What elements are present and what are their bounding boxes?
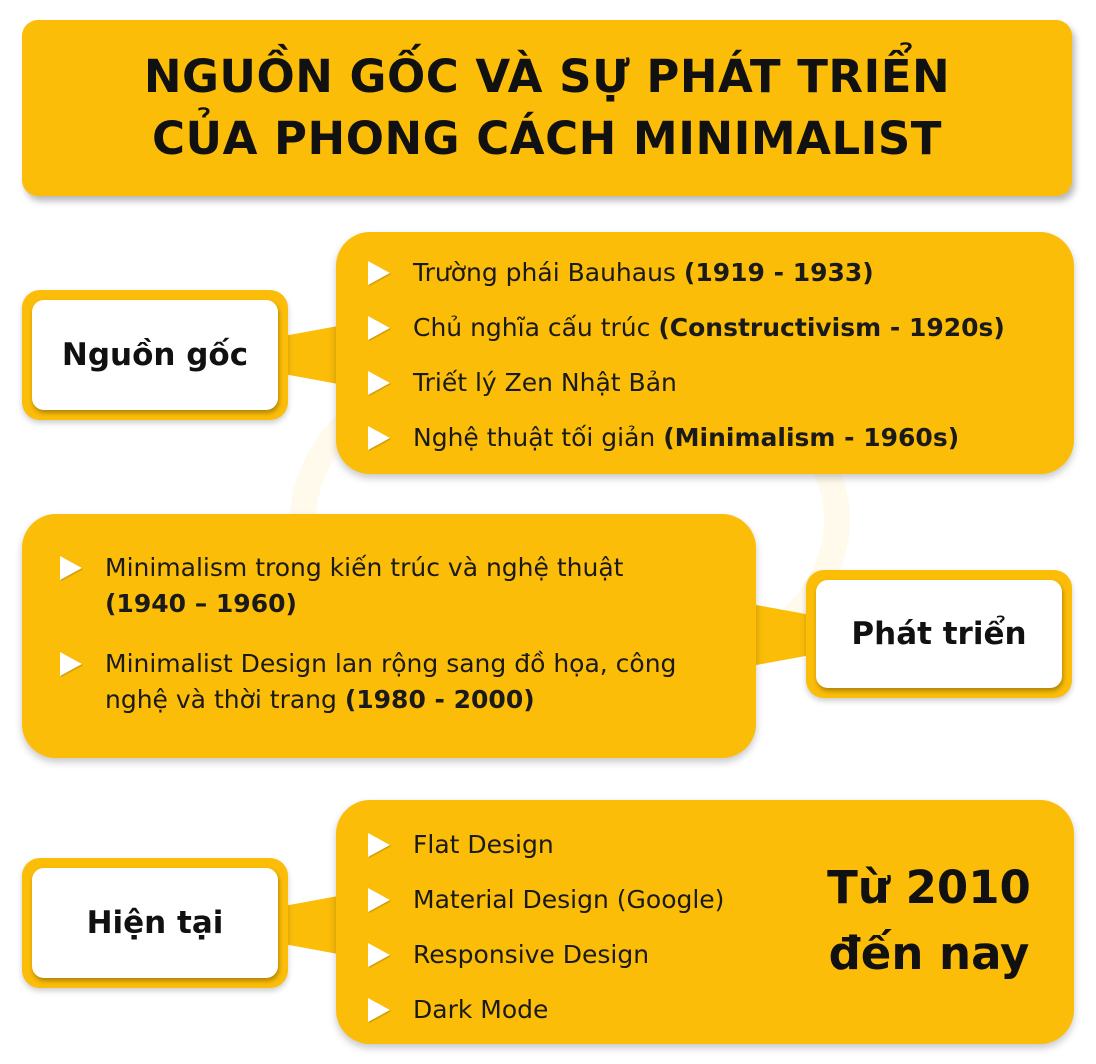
bullet-arrow-icon	[368, 943, 390, 967]
bullet-arrow-icon	[368, 833, 390, 857]
origin-item: Triết lý Zen Nhật Bản	[368, 365, 677, 401]
development-label-box: Phát triển	[806, 570, 1072, 698]
origin-label: Nguồn gốc	[32, 300, 278, 410]
origin-label-box: Nguồn gốc	[22, 290, 288, 420]
present-item: Flat Design	[368, 827, 554, 863]
bullet-arrow-icon	[368, 888, 390, 912]
bullet-arrow-icon	[368, 426, 390, 450]
present-item: Responsive Design	[368, 937, 649, 973]
present-label: Hiện tại	[32, 868, 278, 978]
bullet-arrow-icon	[368, 998, 390, 1022]
bullet-arrow-icon	[368, 371, 390, 395]
development-item: Minimalist Design lan rộng sang đồ họa, …	[60, 646, 695, 718]
present-item: Material Design (Google)	[368, 882, 724, 918]
origin-item: Chủ nghĩa cấu trúc (Constructivism - 192…	[368, 310, 1005, 346]
bullet-arrow-icon	[60, 556, 82, 580]
development-label: Phát triển	[816, 580, 1062, 688]
present-label-box: Hiện tại	[22, 858, 288, 988]
present-item: Dark Mode	[368, 992, 548, 1028]
title-line-2: CỦA PHONG CÁCH MINIMALIST	[152, 112, 942, 165]
present-period-line-2: đến nay	[828, 927, 1030, 980]
present-panel: Flat Design Material Design (Google) Res…	[336, 800, 1074, 1044]
bullet-arrow-icon	[60, 652, 82, 676]
title-banner: NGUỒN GỐC VÀ SỰ PHÁT TRIỂN CỦA PHONG CÁC…	[22, 20, 1072, 196]
origin-item: Trường phái Bauhaus (1919 - 1933)	[368, 255, 874, 291]
origin-panel: Trường phái Bauhaus (1919 - 1933) Chủ ng…	[336, 232, 1074, 474]
bullet-arrow-icon	[368, 316, 390, 340]
development-item: Minimalism trong kiến trúc và nghệ thuật…	[60, 550, 645, 622]
development-panel: Minimalism trong kiến trúc và nghệ thuật…	[22, 514, 756, 758]
bullet-arrow-icon	[368, 261, 390, 285]
present-period-line-1: Từ 2010	[827, 861, 1031, 914]
present-period: Từ 2010 đến nay	[804, 855, 1054, 987]
title-line-1: NGUỒN GỐC VÀ SỰ PHÁT TRIỂN	[143, 50, 951, 103]
origin-item: Nghệ thuật tối giản (Minimalism - 1960s)	[368, 420, 959, 456]
